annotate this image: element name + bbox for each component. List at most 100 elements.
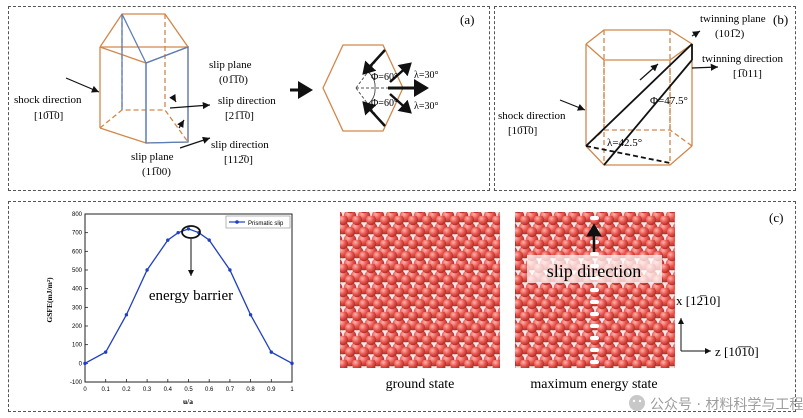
wechat-icon [629,395,645,411]
max-energy-label: maximum energy state [530,377,657,392]
phi-label-b: Φ=47.5° [650,95,688,107]
y-tick-label: 0 [79,361,83,367]
slip-plane-index-a1: (01̅1̅0) [219,74,248,86]
x-tick-label: 0.1 [102,387,111,393]
slip-gap [590,336,599,340]
y-tick-label: 200 [72,324,83,330]
shock-direction-label-b: shock direction [498,110,566,122]
hexagonal-prism-a [99,13,190,144]
slip-direction-label-a1: slip direction [218,95,276,107]
y-tick-label: 500 [72,268,83,274]
slip-plane-label-a2: slip plane [131,151,174,163]
panel-c-tag: (c) [769,210,783,225]
lambda-label-b: λ=42.5° [607,137,642,149]
x-tick-label: 0.2 [122,387,131,393]
z-axis-label: z [10̅1̅0] [715,344,759,359]
data-point [228,268,232,272]
panel-b-tag: (b) [773,12,788,27]
x-tick-label: 0.5 [184,387,193,393]
x-axis-label: x [12̅10] [676,293,720,308]
panel-b [494,6,796,191]
ground-state-label: ground state [386,377,455,392]
slip-direction-box [527,255,662,283]
slip-direction-index-a1: [21̅1̅0] [225,110,254,122]
panel-a-tag: (a) [460,12,474,27]
shock-arrow-b [559,99,586,111]
twinning-direction-index: [1̅011] [733,68,762,80]
slip-plane-arrow-a1 [169,93,177,103]
slip-gap [590,288,599,292]
y-tick-label: 800 [72,212,83,218]
slip-gap [590,348,599,352]
slip-direction-label-a2: slip direction [211,139,269,151]
twinning-plane-lines [585,43,693,166]
x-tick-label: 0.8 [246,387,255,393]
data-point [166,238,170,242]
shock-direction-label-a: shock direction [14,94,82,106]
data-point [207,238,211,242]
barrier-ellipse [181,225,201,239]
chart-ylabel: GSFE(mJ/m²) [45,277,54,323]
data-point [290,361,294,366]
slip-direction-arrow-a2 [179,136,211,149]
slip-gap [590,324,599,328]
twinning-plane-label: twinning plane [700,13,766,25]
energy-barrier-label: energy barrier [149,288,233,304]
data-point [145,268,149,272]
y-tick-label: -100 [70,380,83,386]
data-point [104,350,108,354]
y-tick-label: 300 [72,305,83,311]
panel-a [8,6,490,191]
data-point [248,313,253,317]
slip-plane-index-a2: (11̅00) [142,166,171,178]
slip-direction-label-c: slip direction [547,261,641,281]
slip-arrow-lower-right [389,93,412,114]
y-tick-label: 100 [72,343,83,349]
y-tick-label: 700 [72,231,83,237]
data-point [176,230,180,235]
x-tick-label: 0.6 [205,387,214,393]
axes-indicator [678,318,711,354]
y-tick-label: 400 [72,287,83,293]
x-tick-label: 0.4 [164,387,173,393]
lambda-top-label: λ=30° [414,70,439,81]
twinning-direction-arrow-b [691,63,719,71]
slip-direction-index-a2: [112̅0] [224,154,253,166]
slip-plane-arrow-a2 [177,119,185,129]
max-energy-lattice: slip direction [515,212,675,368]
ground-state-lattice [340,212,500,368]
y-tick-label: 600 [72,249,83,255]
hexagon-projection [322,44,429,132]
x-tick-label: 0 [83,387,87,393]
slip-arrow-lower-left [362,101,386,127]
chart-plot-area [84,213,293,383]
watermark-text: 公众号 · 材料科学与工程 [650,397,803,413]
slip-gap [590,312,599,316]
panel-b-drawing: (b) twinning plane (101̅2) twinning dire… [498,12,788,166]
phi-bottom-label: Φ=60° [371,98,398,109]
slip-direction-arrow-a1 [169,101,211,110]
legend-label: Prismatic slip [248,221,284,227]
lambda-bottom-label: λ=30° [414,101,439,112]
shock-direction-index-b: [10̅1̅0] [508,125,537,137]
x-tick-label: 0.3 [143,387,152,393]
shock-direction-index-a: [10̅1̅0] [34,110,63,122]
slip-plane-label-a1: slip plane [209,59,252,71]
slip-gap [590,216,599,220]
x-tick-label: 0.7 [226,387,235,393]
twinning-plane-arrow-b [691,30,701,38]
phi-top-label: Φ=60° [371,72,398,83]
slip-arrow-upper-right [389,62,412,83]
x-tick-label: 1 [290,387,294,393]
chart-xlabel: u/a [183,397,193,406]
twinning-plane-index: (101̅2) [715,28,745,40]
slip-gap [590,360,599,364]
panel-a-drawing: (a) shock direction [10̅1̅0] slip plane [14,12,474,178]
data-point [186,227,191,231]
data-point [269,350,273,354]
panel-c [8,201,796,412]
